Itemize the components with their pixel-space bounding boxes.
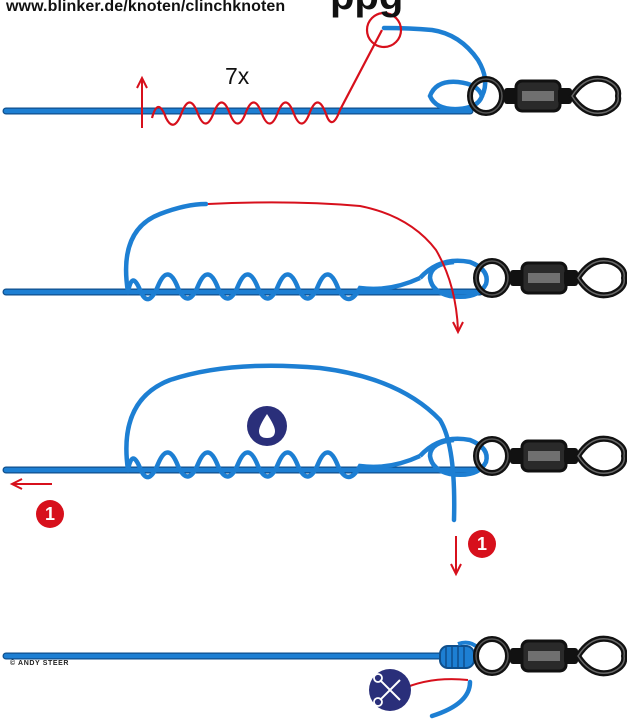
line-loop <box>418 258 489 299</box>
turns-label: 7x <box>225 63 250 89</box>
detail-circle <box>365 11 403 49</box>
tag-end <box>123 201 209 295</box>
wrap-path <box>150 29 383 126</box>
tag-end <box>124 363 457 523</box>
finished-knot <box>439 645 475 669</box>
step-1 <box>2 11 618 128</box>
step-3 <box>2 363 624 577</box>
swivel <box>476 639 624 674</box>
source-url[interactable]: www.blinker.de/knoten/clinchknoten <box>6 0 286 15</box>
pull-marker-tag-end: 1 <box>468 530 496 558</box>
thread-path <box>207 201 459 331</box>
line-loop <box>418 436 489 477</box>
swivel <box>476 439 624 474</box>
swivel <box>476 261 624 296</box>
step-4 <box>2 639 624 719</box>
heading-fragment: ppg <box>330 0 403 19</box>
trimmed-end <box>429 679 473 719</box>
wrapped-coils <box>125 450 421 480</box>
illustrator-credit: © ANDY STEER <box>10 660 70 667</box>
wrapped-coils <box>125 272 421 302</box>
step-2 <box>2 201 624 335</box>
pull-marker-main-line: 1 <box>36 500 64 528</box>
swivel <box>470 79 618 114</box>
down-arrow <box>452 321 464 335</box>
